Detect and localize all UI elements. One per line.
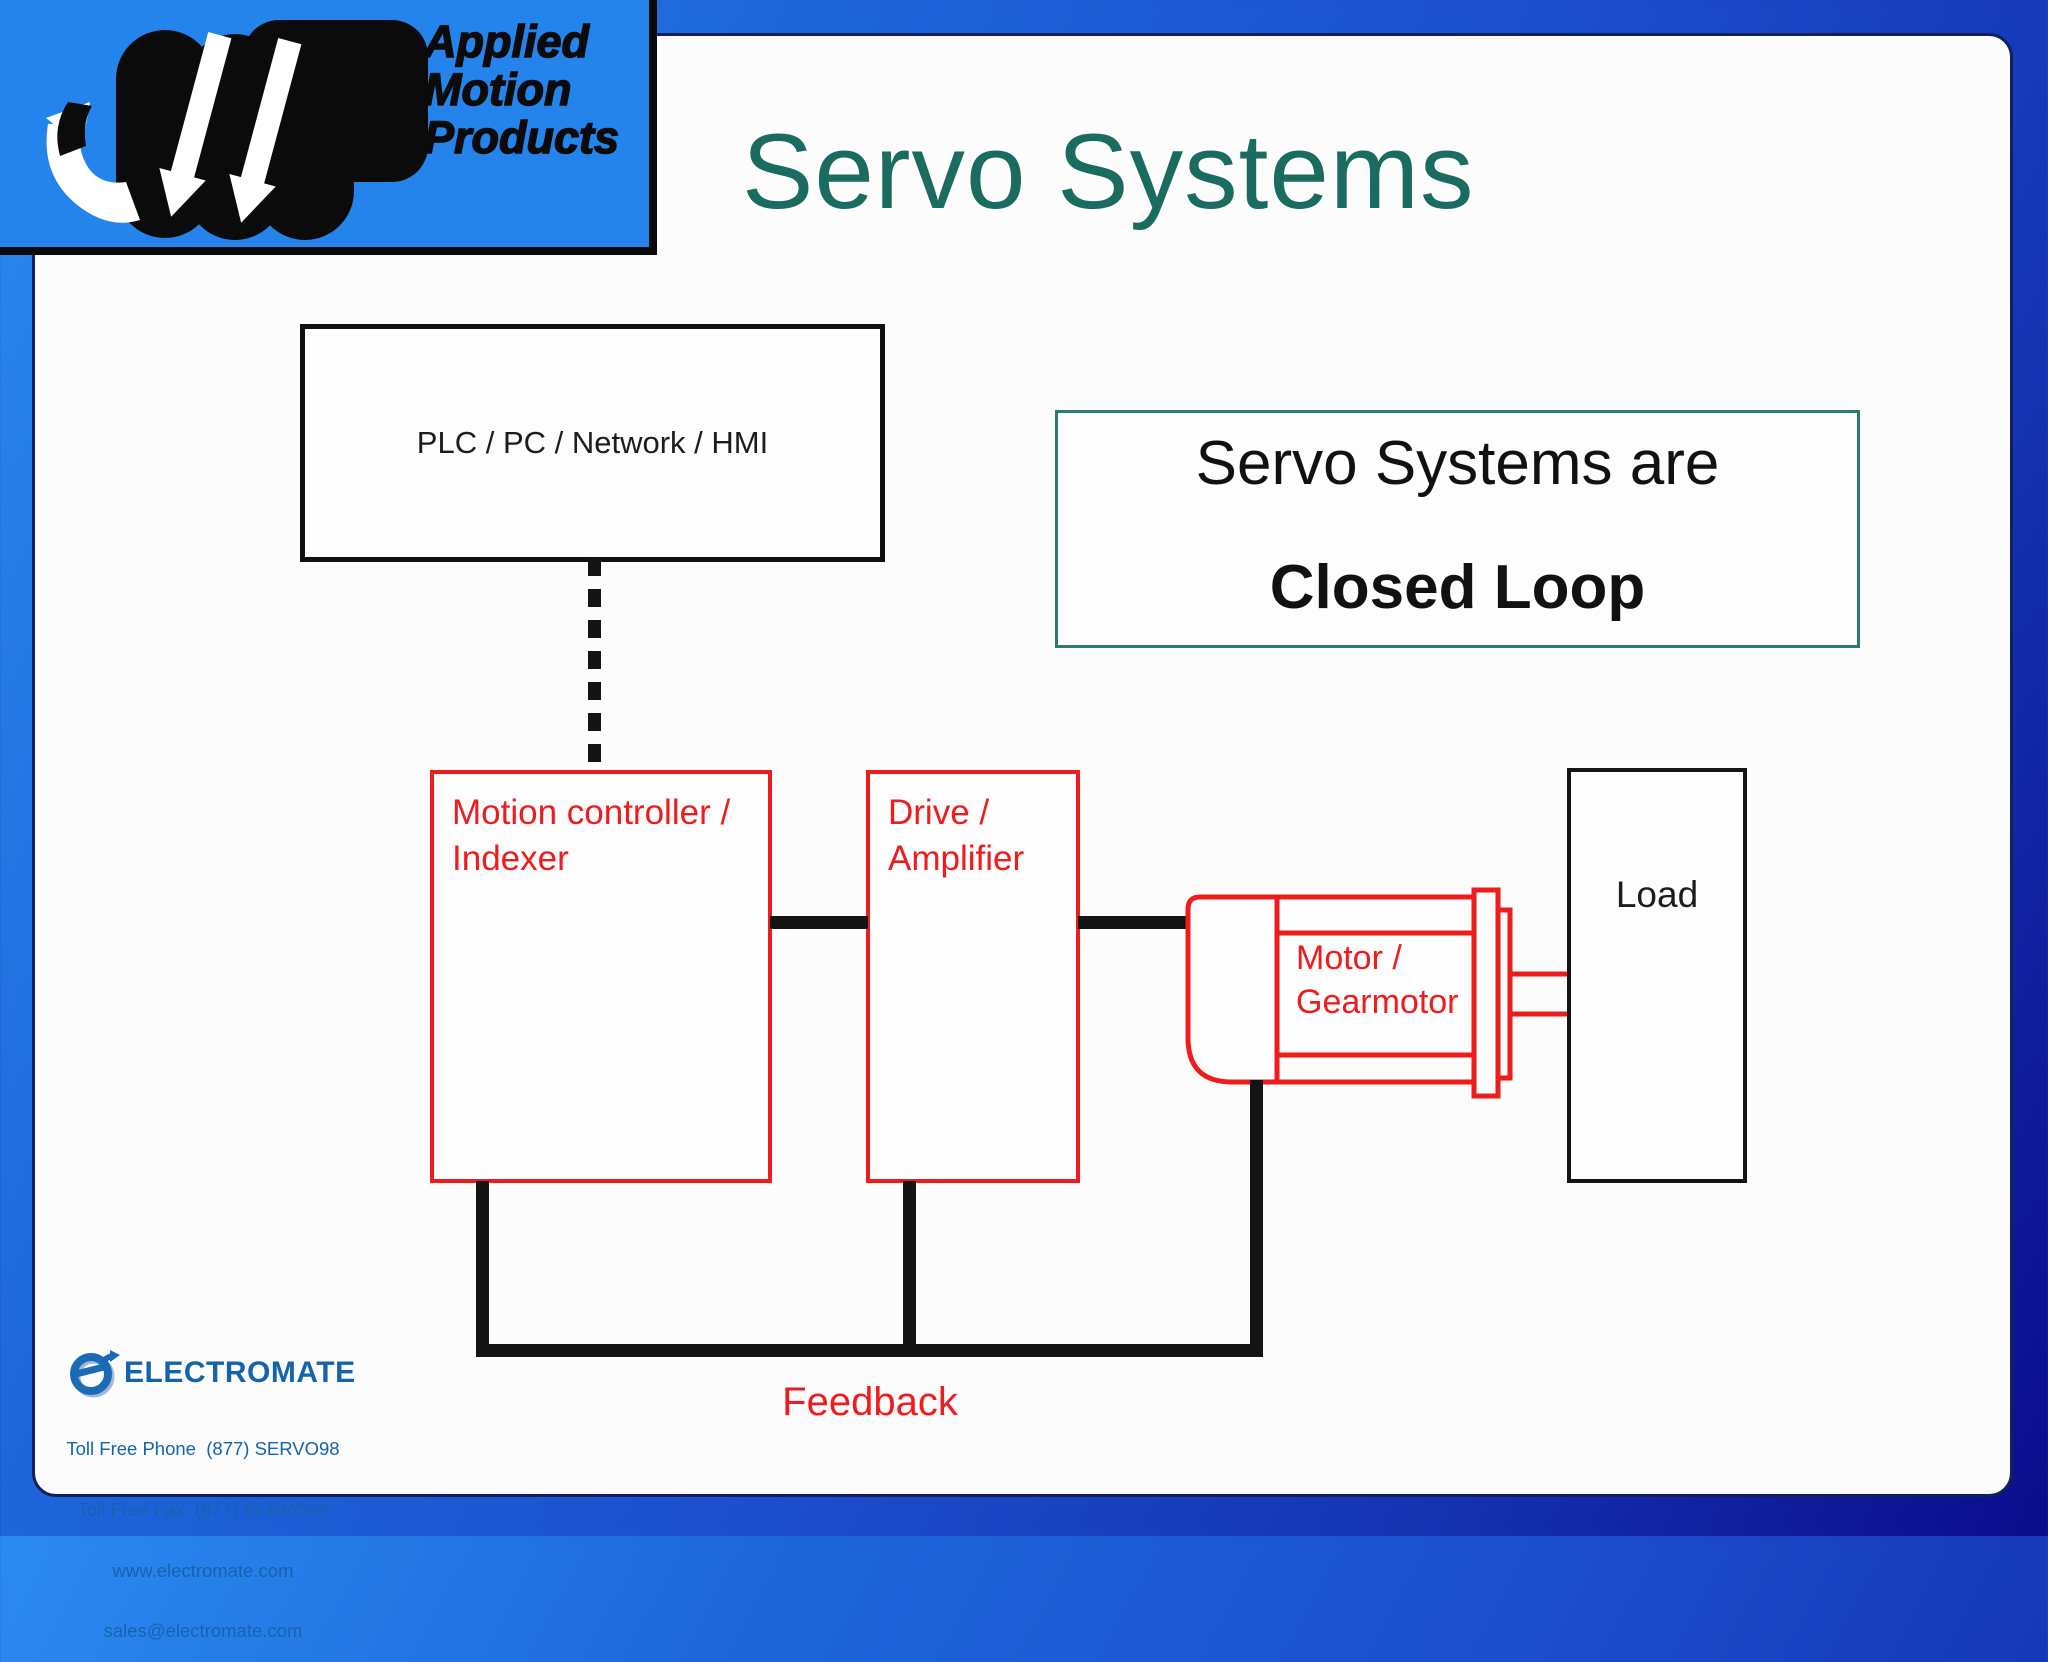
logo-line-motion: Motion: [423, 64, 572, 115]
feedback-line-drive: [903, 1181, 916, 1357]
electromate-brand-text: ELECTROMATE: [124, 1356, 356, 1389]
motion-controller-label: Motion controller / Indexer: [452, 790, 730, 882]
motion-controller-box: [430, 770, 772, 1183]
feedback-line-motor: [1250, 1080, 1263, 1357]
applied-motion-motor-icon: [46, 20, 428, 240]
logo-line-products: Products: [423, 112, 620, 163]
controller-to-drive-connector: [770, 916, 868, 929]
motor-gearmotor-label: Motor / Gearmotor: [1296, 936, 1459, 1024]
electromate-contact-block: Toll Free Phone (877) SERVO98 Toll Free …: [48, 1399, 358, 1662]
drive-amplifier-label: Drive / Amplifier: [888, 790, 1024, 882]
footer-fax: Toll Free Fax (877) SERVO99: [77, 1499, 329, 1521]
plc-box: PLC / PC / Network / HMI: [300, 324, 885, 562]
callout-box: [1055, 410, 1860, 648]
command-dashed-connector: [588, 558, 601, 772]
motion-controller-label-line1: Motion controller /: [452, 793, 731, 832]
footer-web[interactable]: www.electromate.com: [112, 1559, 294, 1581]
applied-motion-logo-text: Applied Motion Products: [423, 16, 664, 163]
page-title: Servo Systems: [742, 111, 1475, 231]
footer-email[interactable]: sales@electromate.com: [103, 1620, 303, 1642]
footer-phone: Toll Free Phone (877) SERVO98: [66, 1438, 340, 1460]
slide-background: [32, 33, 2013, 1497]
feedback-line-controller: [476, 1181, 489, 1357]
applied-motion-logo-box: Applied Motion Products: [0, 0, 657, 255]
drive-to-motor-connector: [1078, 916, 1190, 929]
drive-label-line1: Drive /: [888, 793, 990, 832]
logo-line-applied: Applied: [423, 16, 590, 67]
electromate-logo-icon: [70, 1350, 120, 1398]
callout-line2: Closed Loop: [1269, 553, 1646, 622]
feedback-bus-line: [476, 1344, 1263, 1357]
motion-controller-label-line2: Indexer: [452, 839, 569, 878]
motor-gearmotor-drawing: [1185, 887, 1572, 1099]
plc-label: PLC / PC / Network / HMI: [416, 425, 769, 460]
motor-label-line2: Gearmotor: [1296, 983, 1459, 1021]
drive-label-line2: Amplifier: [888, 839, 1025, 878]
feedback-label: Feedback: [782, 1380, 958, 1424]
motor-label-line1: Motor /: [1296, 939, 1402, 977]
load-label: Load: [1615, 874, 1699, 915]
callout-line1: Servo Systems are: [1195, 429, 1720, 498]
drive-amplifier-box: [866, 770, 1080, 1183]
load-box: [1567, 768, 1747, 1183]
